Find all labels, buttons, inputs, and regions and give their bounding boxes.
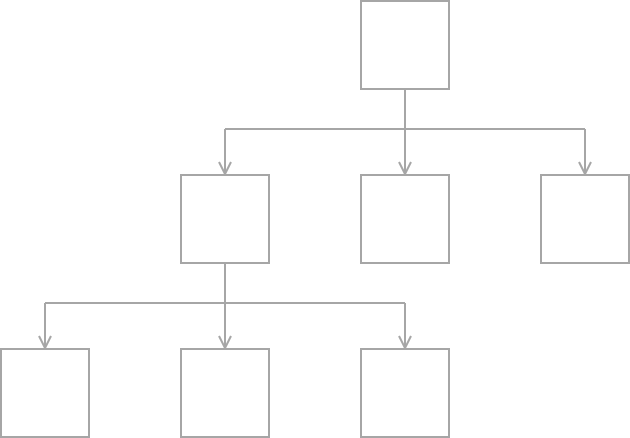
node-box-child-2 [360,174,450,264]
edges-layer [38,89,592,351]
node-root [360,0,450,90]
node-box-root [360,0,450,90]
node-child-1 [180,174,270,264]
node-grandchild-2 [180,348,270,438]
node-box-child-1 [180,174,270,264]
node-child-3 [540,174,630,264]
node-grandchild-3 [360,348,450,438]
node-grandchild-1 [0,348,90,438]
node-box-grandchild-3 [360,348,450,438]
node-box-grandchild-1 [0,348,90,438]
node-box-child-3 [540,174,630,264]
node-box-grandchild-2 [180,348,270,438]
node-child-2 [360,174,450,264]
